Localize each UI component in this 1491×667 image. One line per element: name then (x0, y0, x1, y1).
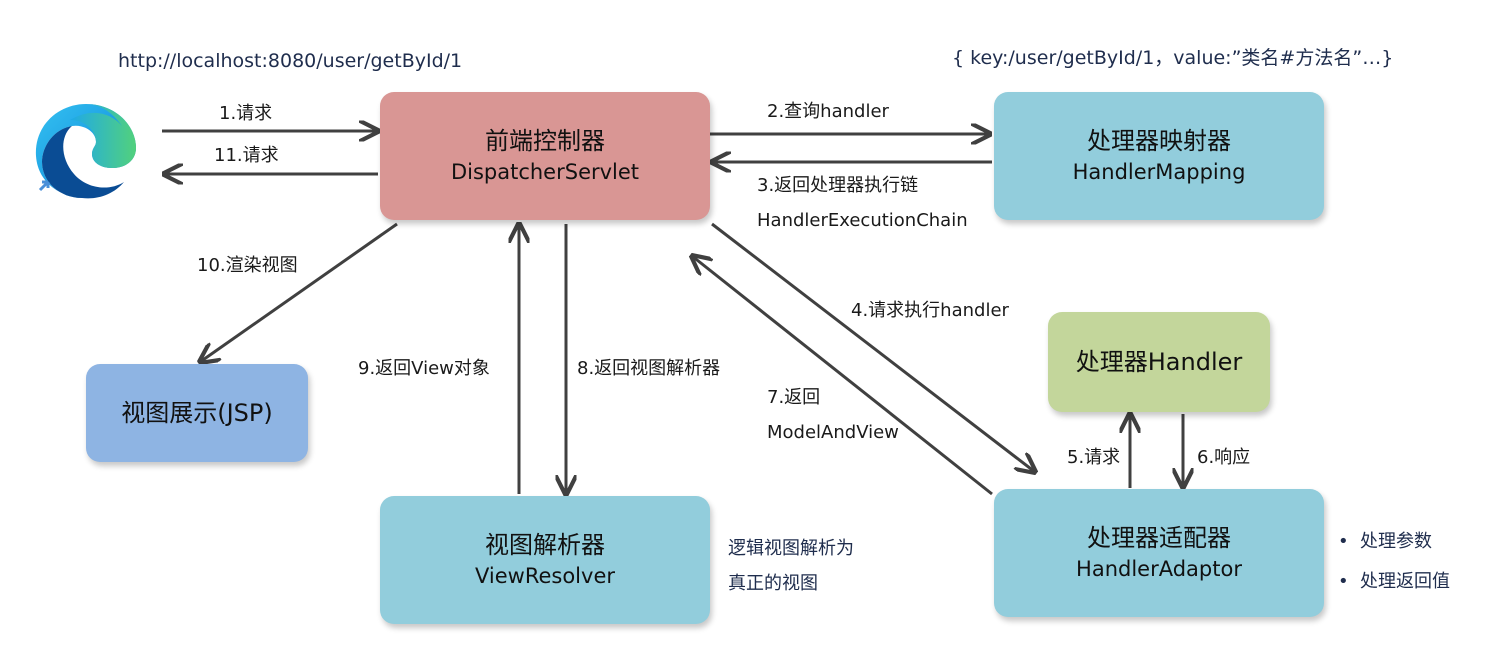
request-url: http://localhost:8080/user/getById/1 (118, 50, 463, 72)
edge-label-5: 5.请求 (1067, 447, 1121, 468)
edge-label-3-line2: HandlerExecutionChain (757, 210, 968, 231)
adaptor-bullet-list: 处理参数 处理返回值 (1338, 522, 1450, 602)
arrow-10-render-view (200, 222, 398, 362)
edge-browser-icon (30, 98, 142, 202)
bullet-item: 处理返回值 (1338, 562, 1450, 602)
edge-label-11: 11.请求 (214, 145, 279, 166)
adaptor-en-label: HandlerAdaptor (1076, 557, 1242, 581)
handler-label: 处理器Handler (1075, 348, 1243, 376)
dispatcher-servlet-node: 前端控制器 DispatcherServlet (380, 92, 710, 220)
edge-label-10: 10.渲染视图 (197, 255, 298, 276)
edge-label-7-line2: ModelAndView (767, 422, 899, 443)
handler-map-note: { key:/user/getById/1，value:”类名#方法名”…} (952, 47, 1394, 69)
dispatcher-en-label: DispatcherServlet (450, 160, 640, 184)
resolver-en-label: ViewResolver (474, 564, 615, 588)
edge-label-7-line1: 7.返回 (767, 387, 821, 408)
edge-label-8: 8.返回视图解析器 (577, 358, 721, 379)
view-display-node: 视图展示(JSP) (86, 364, 308, 462)
resolver-note-line1: 逻辑视图解析为 (728, 538, 854, 559)
edge-label-6: 6.响应 (1197, 447, 1251, 468)
adaptor-cn-label: 处理器适配器 (1087, 524, 1231, 552)
handler-mapping-node: 处理器映射器 HandlerMapping (994, 92, 1324, 220)
arrow-4-execute-handler (711, 222, 1035, 472)
bullet-item: 处理参数 (1338, 522, 1450, 562)
view-resolver-node: 视图解析器 ViewResolver (380, 496, 710, 624)
edge-label-4: 4.请求执行handler (851, 300, 1009, 321)
edge-label-9: 9.返回View对象 (358, 358, 490, 379)
handler-adaptor-node: 处理器适配器 HandlerAdaptor (994, 489, 1324, 617)
resolver-note-line2: 真正的视图 (728, 573, 818, 594)
dispatcher-cn-label: 前端控制器 (485, 127, 605, 155)
arrow-7-return-modelandview (692, 256, 993, 496)
edge-label-1: 1.请求 (219, 103, 273, 124)
resolver-cn-label: 视图解析器 (485, 531, 605, 559)
mapping-en-label: HandlerMapping (1072, 160, 1246, 184)
edge-label-2: 2.查询handler (767, 101, 889, 122)
view-display-label: 视图展示(JSP) (121, 399, 273, 427)
edge-label-3-line1: 3.返回处理器执行链 (757, 175, 919, 196)
mapping-cn-label: 处理器映射器 (1087, 127, 1231, 155)
handler-node: 处理器Handler (1048, 312, 1270, 412)
